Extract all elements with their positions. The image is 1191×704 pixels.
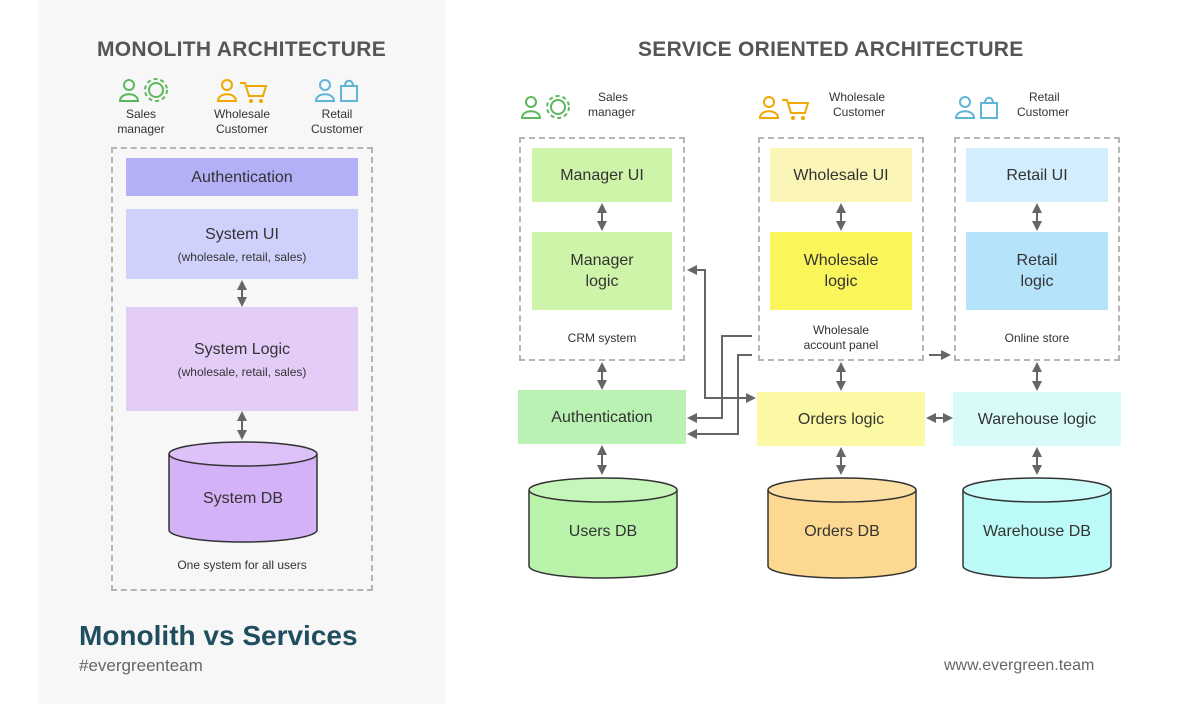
manager-logic: Manager logic [532,232,672,310]
monolith-authentication: Authentication [126,158,358,196]
monolith-heading: MONOLITH ARCHITECTURE [97,38,386,61]
retail-ui: Retail UI [966,148,1108,202]
crm-caption: CRM system [567,331,637,345]
crm-system-boundary [519,137,685,361]
wholesale-ui: Wholesale UI [770,148,912,202]
soa-authentication: Authentication [518,390,686,444]
warehouse-db-label: Warehouse DB [983,523,1091,540]
user-bag-icon [954,94,1004,122]
arrow-auth-wholesale [687,335,752,423]
orders-db-label: Orders DB [804,523,880,540]
arrow-manager-logic-orders [687,265,756,403]
user-cart-icon [216,77,270,105]
online-store-boundary [954,137,1120,361]
user-bag-icon [314,77,364,105]
soa-heading: SERVICE ORIENTED ARCHITECTURE [638,38,1024,61]
footer-hashtag: #evergreenteam [79,656,203,675]
monolith-system-ui: System UI (wholesale, retail, sales) [126,209,358,279]
user-cart-icon [758,94,812,122]
user-gear-icon [520,94,574,122]
user-gear-icon [118,77,172,105]
users-db-cylinder [527,476,679,587]
monolith-system-boundary [111,147,373,591]
orders-db-cylinder [766,476,918,587]
monolith-caption: One system for all users [177,558,307,572]
warehouse-db-cylinder [961,476,1113,587]
system-db-label: System DB [202,490,283,507]
retail-caption: Online store [1004,331,1070,345]
wholesale-boundary [758,137,924,361]
manager-ui: Manager UI [532,148,672,202]
wholesale-logic: Wholesale logic [770,232,912,310]
users-db-label: Users DB [568,523,638,540]
warehouse-logic: Warehouse logic [953,392,1121,446]
retail-logic: Retail logic [966,232,1108,310]
monolith-system-logic: System Logic (wholesale, retail, sales) [126,307,358,411]
footer-site: www.evergreen.team [944,657,1095,674]
arrow-auth-store [687,354,752,439]
footer-title: Monolith vs Services [79,620,358,651]
orders-logic: Orders logic [757,392,925,446]
system-db-cylinder [167,440,319,551]
